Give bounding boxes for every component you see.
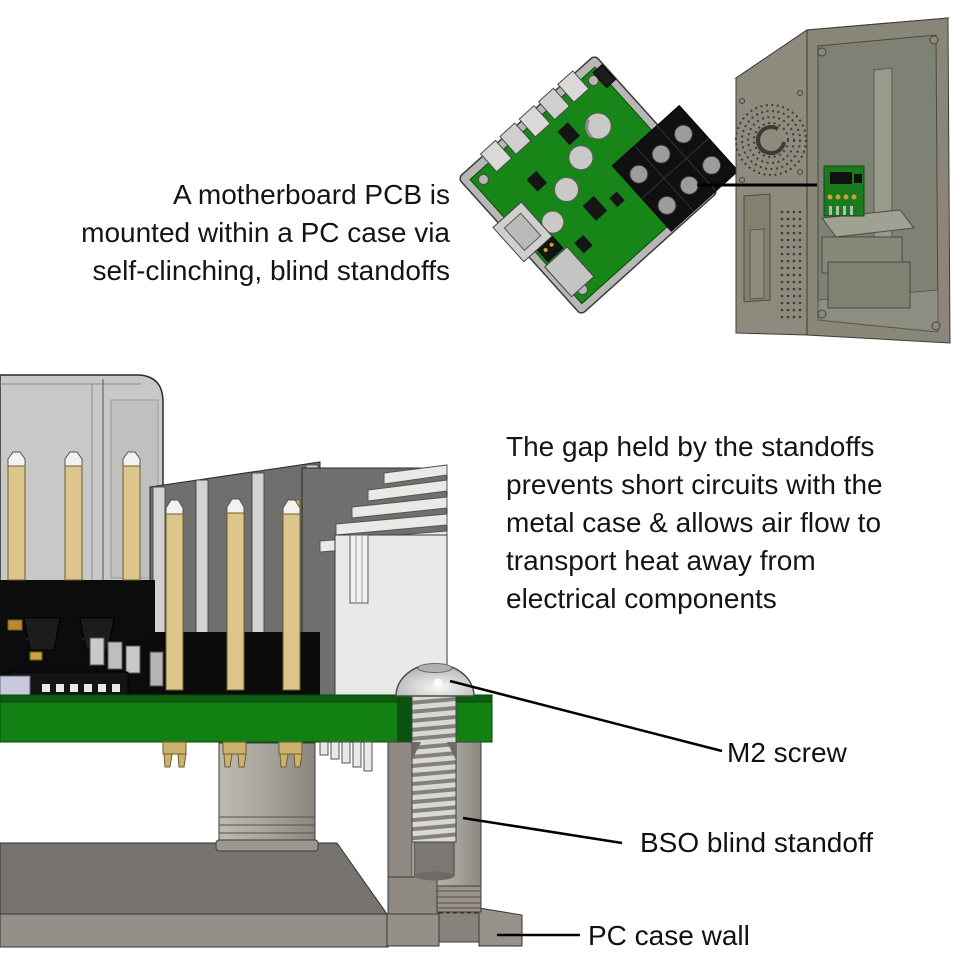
gap-line-4: transport heat away from (506, 545, 816, 576)
mounted-pcb-in-case (823, 165, 865, 217)
pc-case-render (734, 17, 951, 344)
gap-line-1: The gap held by the standoffs (506, 431, 875, 462)
m2-screw-thread (411, 693, 457, 881)
gap-line-2: prevents short circuits with the (506, 469, 883, 500)
edge-connectors (479, 70, 590, 173)
cross-section-render (0, 374, 523, 948)
vent-holes (777, 208, 802, 322)
drive-bay (743, 193, 771, 303)
label-m2-screw: M2 screw (727, 737, 847, 768)
gap-line-5: electrical components (506, 583, 777, 614)
terminal-block (611, 104, 739, 232)
left-connector-base (0, 580, 320, 701)
gap-line-3: metal case & allows air flow to (506, 507, 882, 538)
pcb-cross-section (0, 694, 493, 743)
leader-line-m2-screw (449, 679, 723, 753)
leader-line-bso-standoff (462, 816, 623, 845)
connector-legs (319, 741, 373, 772)
fan-grille (735, 90, 807, 183)
housing-pins (7, 451, 141, 581)
interior-boxes (821, 209, 915, 309)
label-pc-case-wall: PC case wall (588, 920, 750, 951)
ic-chips (526, 122, 625, 254)
capacitors (541, 112, 612, 234)
label-bso-standoff: BSO blind standoff (640, 827, 873, 858)
bso-standoff-cut (387, 741, 482, 943)
pcb-assembly-render (459, 56, 739, 314)
intro-line-3: self-clinching, blind standoffs (92, 255, 450, 286)
header-pins (165, 498, 301, 691)
leader-lines (449, 183, 817, 937)
intro-line-2: mounted within a PC case via (81, 217, 450, 248)
pin-tails (162, 741, 303, 768)
case-wall-cross-section (0, 842, 523, 948)
white-connector (301, 464, 448, 696)
power-port (544, 246, 595, 298)
intro-text: A motherboard PCB is mounted within a PC… (30, 176, 450, 290)
m2-screw-head (395, 663, 475, 697)
intro-line-1: A motherboard PCB is (172, 179, 450, 210)
gap-text: The gap held by the standoffs prevents s… (506, 428, 936, 618)
